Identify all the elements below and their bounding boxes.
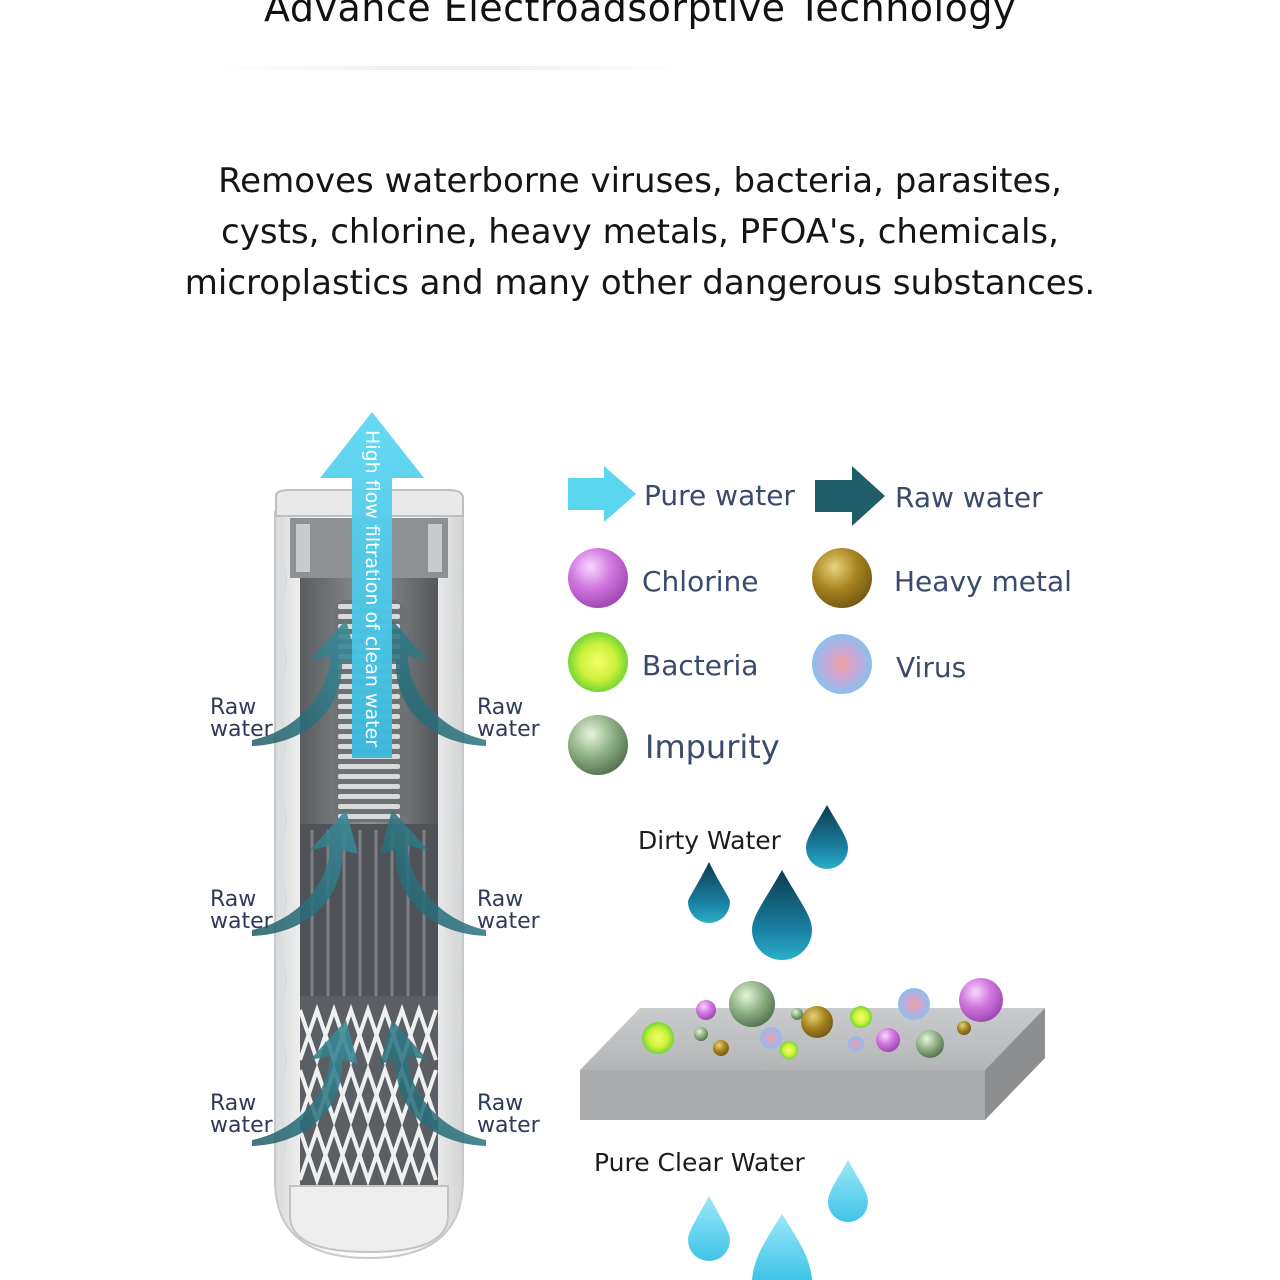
raw-water-arrow-icon bbox=[815, 466, 885, 526]
dirty-water-label: Dirty Water bbox=[638, 826, 782, 855]
chlorine-particle bbox=[696, 1000, 716, 1020]
spring-rib bbox=[338, 764, 400, 769]
description-line-3: microplastics and many other dangerous s… bbox=[184, 263, 1096, 303]
legend-bacteria-label: Bacteria bbox=[642, 649, 758, 682]
raw-water-label-left-2a: Raw bbox=[210, 887, 256, 912]
description: Removes waterborne viruses, bacteria, pa… bbox=[140, 156, 1140, 309]
impurity-particle bbox=[791, 1008, 803, 1020]
description-line-1: Removes waterborne viruses, bacteria, pa… bbox=[218, 161, 1062, 201]
adsorption-diagram: Dirty Water Pu bbox=[580, 805, 1045, 1280]
page-title: Advance Electroadsorptive Technology bbox=[264, 0, 1016, 30]
raw-water-inflow-arrow bbox=[252, 1020, 358, 1146]
heavy-metal-icon bbox=[812, 548, 872, 608]
raw-water-label-left-1a: Raw bbox=[210, 695, 256, 720]
legend-impurity-label: Impurity bbox=[645, 728, 780, 766]
high-flow-arrow: High flow filtration of clean water bbox=[320, 412, 424, 758]
legend-raw-water: Raw water bbox=[815, 466, 1043, 526]
legend-chlorine: Chlorine bbox=[568, 548, 758, 608]
description-line-2: cysts, chlorine, heavy metals, PFOA's, c… bbox=[221, 212, 1059, 252]
legend-pure-water-label: Pure water bbox=[644, 479, 795, 512]
spring-rib bbox=[338, 794, 400, 799]
chlorine-particle bbox=[959, 978, 1003, 1022]
raw-water-inflow-arrow bbox=[380, 1020, 486, 1146]
legend-heavy-metal: Heavy metal bbox=[812, 548, 1072, 608]
chlorine-particle bbox=[876, 1028, 900, 1052]
legend-raw-water-label: Raw water bbox=[895, 481, 1043, 514]
dirty-water-drop-icon bbox=[806, 805, 848, 869]
raw-water-label-left-3b: water bbox=[210, 1113, 274, 1138]
bacteria-particle bbox=[642, 1022, 674, 1054]
raw-water-label-right-3b: water bbox=[477, 1113, 541, 1138]
raw-water-inflow-arrow bbox=[380, 810, 486, 936]
raw-water-label-right-3a: Raw bbox=[477, 1091, 523, 1116]
impurity-icon bbox=[568, 715, 628, 775]
raw-water-inflow-arrows bbox=[252, 620, 486, 1146]
heavy-metal-particle bbox=[713, 1040, 729, 1056]
title-underline bbox=[220, 66, 680, 70]
legend-pure-water: Pure water bbox=[568, 466, 795, 522]
clean-water-drop-icon bbox=[828, 1160, 868, 1222]
virus-particle bbox=[760, 1027, 782, 1049]
raw-water-label-right-2b: water bbox=[477, 909, 541, 934]
virus-particle bbox=[848, 1036, 864, 1052]
pure-clear-water-label: Pure Clear Water bbox=[594, 1148, 805, 1177]
clean-water-drop-icon bbox=[752, 1214, 812, 1280]
impurity-particle bbox=[694, 1027, 708, 1041]
dirty-water-drop-icon bbox=[688, 862, 730, 923]
bacteria-icon bbox=[568, 632, 628, 692]
legend-impurity: Impurity bbox=[568, 715, 780, 775]
spring-rib bbox=[338, 814, 400, 819]
spring-rib bbox=[338, 804, 400, 809]
bacteria-particle bbox=[780, 1041, 798, 1059]
clean-water-drop-icon bbox=[688, 1196, 730, 1261]
raw-water-label-left-1b: water bbox=[210, 717, 274, 742]
legend-chlorine-label: Chlorine bbox=[642, 565, 758, 598]
spring-rib bbox=[338, 774, 400, 779]
chlorine-icon bbox=[568, 548, 628, 608]
raw-water-inflow-arrow bbox=[252, 810, 358, 936]
raw-water-label-right-2a: Raw bbox=[477, 887, 523, 912]
impurity-particle bbox=[729, 981, 775, 1027]
heavy-metal-particle bbox=[957, 1021, 971, 1035]
raw-water-label-right-1a: Raw bbox=[477, 695, 523, 720]
raw-water-inflow-arrow bbox=[252, 620, 358, 746]
raw-water-labels: Raw water Raw water Raw water Raw water … bbox=[210, 695, 541, 1138]
legend-virus-label: Virus bbox=[896, 651, 966, 684]
virus-particle bbox=[898, 988, 930, 1020]
raw-water-label-left-2b: water bbox=[210, 909, 274, 934]
legend-bacteria: Bacteria bbox=[568, 632, 758, 692]
impurity-particle bbox=[916, 1030, 944, 1058]
bacteria-particle bbox=[850, 1006, 872, 1028]
raw-water-label-left-3a: Raw bbox=[210, 1091, 256, 1116]
raw-water-label-right-1b: water bbox=[477, 717, 541, 742]
spring-rib bbox=[338, 784, 400, 789]
dirty-water-drop-icon bbox=[752, 870, 812, 960]
heavy-metal-particle bbox=[801, 1006, 833, 1038]
virus-icon bbox=[812, 634, 872, 694]
legend-heavy-metal-label: Heavy metal bbox=[894, 565, 1072, 598]
flow-label: High flow filtration of clean water bbox=[361, 430, 383, 747]
legend-virus: Virus bbox=[812, 634, 966, 694]
pure-water-arrow-icon bbox=[568, 466, 636, 522]
raw-water-inflow-arrow bbox=[380, 620, 486, 746]
legend: Pure water Raw water Chlorine Heavy meta… bbox=[568, 466, 1072, 775]
adsorbed-particles bbox=[642, 978, 1003, 1059]
